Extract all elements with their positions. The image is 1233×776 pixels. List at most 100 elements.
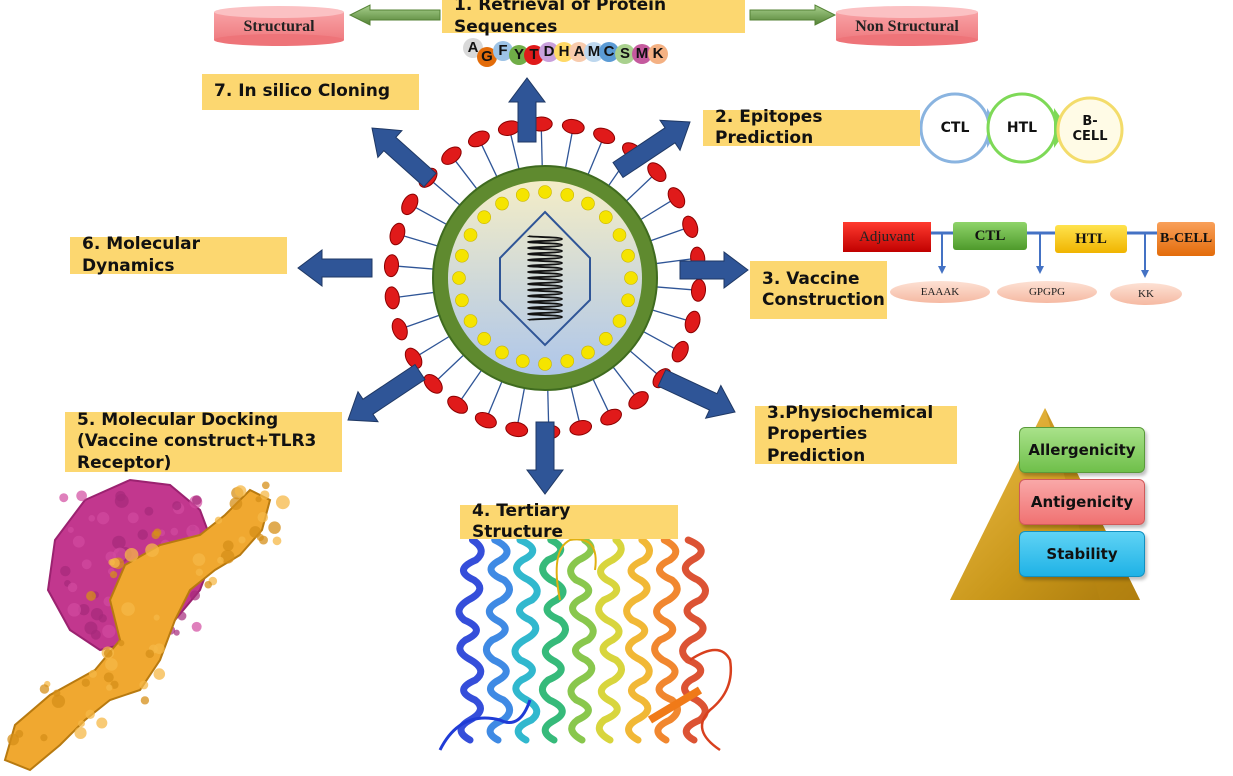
surface-bump [40, 684, 49, 693]
surface-bump [192, 622, 202, 632]
surface-bump [67, 603, 81, 617]
surface-bump [235, 485, 247, 497]
tertiary-structure-image [440, 539, 731, 750]
surface-bump [110, 571, 117, 578]
surface-bump [76, 490, 87, 501]
spike-stem [481, 144, 496, 177]
spike-stem [437, 355, 463, 380]
spike-head [466, 128, 492, 150]
surface-bump [15, 730, 23, 738]
surface-bump [74, 727, 86, 739]
capsid-dot [455, 294, 468, 307]
surface-bump [152, 531, 160, 539]
non-structural-label: Non Structural [836, 13, 978, 41]
surface-bump [105, 658, 118, 671]
surface-bump [88, 515, 95, 522]
surface-bump [68, 527, 74, 533]
capsid-dot [516, 188, 529, 201]
capsid-dot [622, 294, 635, 307]
construct-ctl: CTL [953, 222, 1027, 250]
epitope-bcell: B-CELL [1058, 98, 1122, 162]
surface-bump [196, 569, 203, 576]
surface-bump [268, 521, 281, 534]
capsid-dot [496, 346, 509, 359]
spike-stem [405, 315, 439, 327]
capsid-dot [464, 315, 477, 328]
surface-bump [217, 557, 224, 564]
capsid-dot [516, 355, 529, 368]
direction-arrow [348, 365, 425, 422]
spike-head [384, 286, 401, 310]
surface-bump [223, 540, 234, 551]
helix-strand [486, 540, 509, 740]
spike-stem [566, 133, 573, 168]
capsid-dot [478, 332, 491, 345]
direction-arrow [658, 370, 735, 418]
arrow-to-non-structural [750, 5, 835, 25]
capsid-dot [478, 211, 491, 224]
spike-stem [641, 201, 672, 220]
capsid-dot [561, 355, 574, 368]
surface-bump [73, 536, 85, 548]
spike-stem [488, 381, 502, 414]
structural-label: Structural [214, 13, 344, 41]
surface-bump [86, 591, 96, 601]
capsid-dot [613, 315, 626, 328]
surface-bump [192, 495, 202, 505]
docking-complex-image [5, 480, 290, 776]
surface-bump [190, 590, 200, 600]
protein-sequence: A G F Y T D H A M C S M K [463, 38, 683, 72]
step-6-dynamics: 6. Molecular Dynamics [70, 237, 287, 274]
surface-bump [68, 583, 77, 592]
spike-stem [541, 130, 542, 166]
construct-bcell: B-CELL [1157, 222, 1215, 256]
sequence-letter: K [648, 44, 668, 64]
helix-strand [542, 540, 565, 740]
capsid-dot [496, 197, 509, 210]
step-7-cloning: 7. In silico Cloning [202, 74, 419, 110]
spike-head [691, 279, 707, 302]
surface-bump [154, 643, 165, 654]
surface-bump [138, 529, 148, 539]
surface-bump [154, 668, 166, 680]
direction-arrow [372, 128, 436, 187]
surface-bump [104, 649, 113, 658]
surface-bump [82, 559, 92, 569]
surface-bump [262, 481, 270, 489]
spike-stem [571, 387, 579, 422]
linker-kk: KK [1110, 283, 1182, 305]
surface-bump [260, 490, 269, 499]
spike-head [389, 316, 410, 341]
spike-head [669, 339, 692, 365]
spike-head [591, 125, 617, 146]
spike-stem [397, 266, 433, 269]
spike-head [473, 410, 499, 431]
surface-bump [145, 543, 159, 557]
spike-stem [626, 176, 652, 201]
surface-bump [106, 684, 112, 690]
surface-bump [193, 553, 206, 566]
surface-bump [40, 734, 47, 741]
spike-stem [548, 390, 549, 426]
capsid-dot [455, 249, 468, 262]
virus-particle [384, 117, 707, 439]
surface-bump [78, 720, 85, 727]
property-stability: Stability [1019, 531, 1145, 577]
spike-head [398, 191, 421, 217]
surface-bump [238, 536, 245, 543]
surface-bump [102, 625, 115, 638]
step-1-retrieval: 1. Retrieval of Protein Sequences [442, 0, 745, 33]
surface-bump [110, 558, 120, 568]
step-5-docking: 5. Molecular Docking (Vaccine construct+… [65, 412, 342, 472]
linker-eaaak: EAAAK [890, 281, 990, 303]
surface-bump [172, 501, 181, 510]
capsid-dot [599, 332, 612, 345]
epitope-htl: HTL [987, 93, 1057, 163]
spike-head [384, 254, 400, 277]
capsid-dot [561, 188, 574, 201]
spike-head [568, 418, 593, 437]
capsid-dot [453, 272, 466, 285]
helix-strand [571, 540, 594, 740]
spike-stem [643, 332, 675, 349]
